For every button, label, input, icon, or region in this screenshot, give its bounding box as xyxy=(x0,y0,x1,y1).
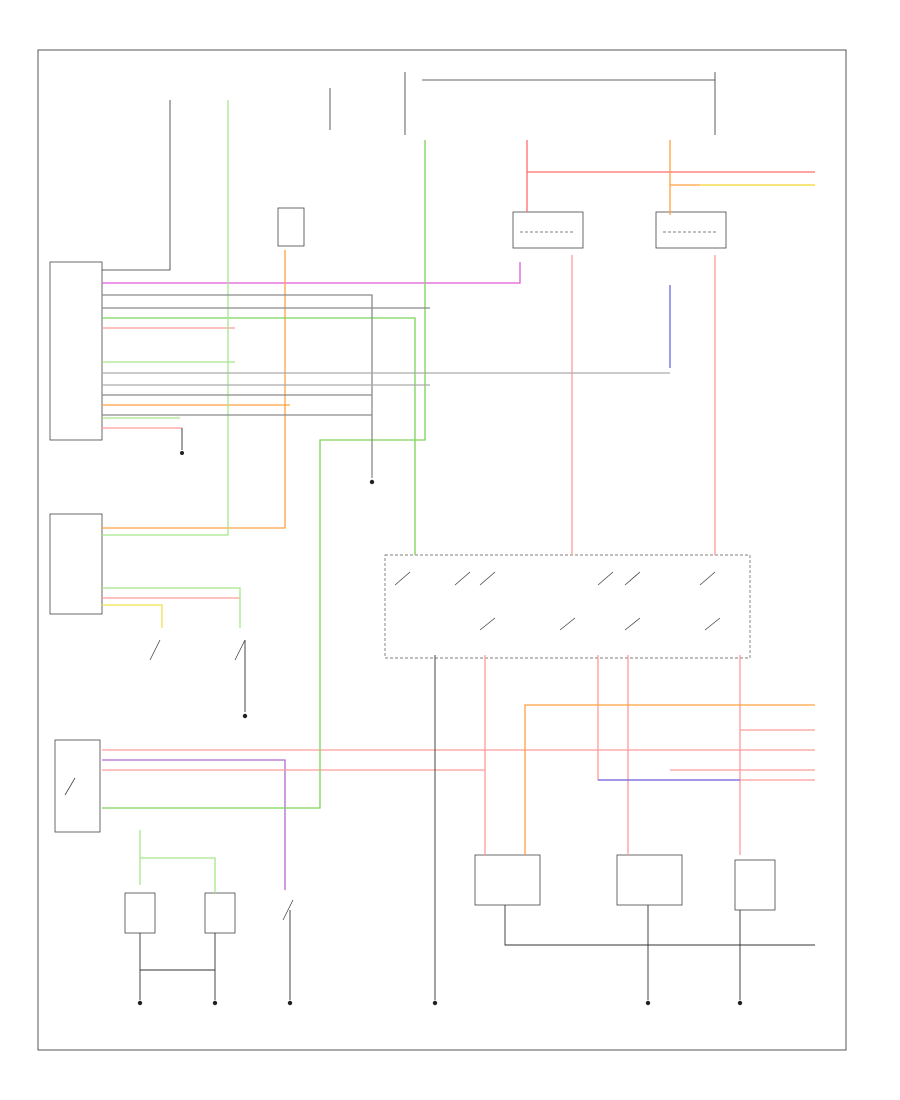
switch-contacts xyxy=(64,571,721,921)
right-fog-relay xyxy=(204,892,236,934)
right-headlight-relay xyxy=(655,211,727,249)
fuse-block-top xyxy=(329,72,716,135)
left-headlight-relay xyxy=(512,211,584,249)
headlight-relay-box xyxy=(54,739,101,833)
wires xyxy=(102,100,815,1000)
central-unit-box xyxy=(49,261,103,441)
right-headlamp xyxy=(616,854,683,906)
combination-meter xyxy=(734,859,776,911)
ground-points xyxy=(137,451,743,1006)
switch-assembly-box xyxy=(49,513,103,615)
left-headlamp xyxy=(474,854,541,906)
left-fog-relay xyxy=(124,892,156,934)
diagram-frame xyxy=(37,49,847,1051)
fuse-relay-unit xyxy=(277,207,305,247)
combination-switch-box xyxy=(384,554,751,659)
